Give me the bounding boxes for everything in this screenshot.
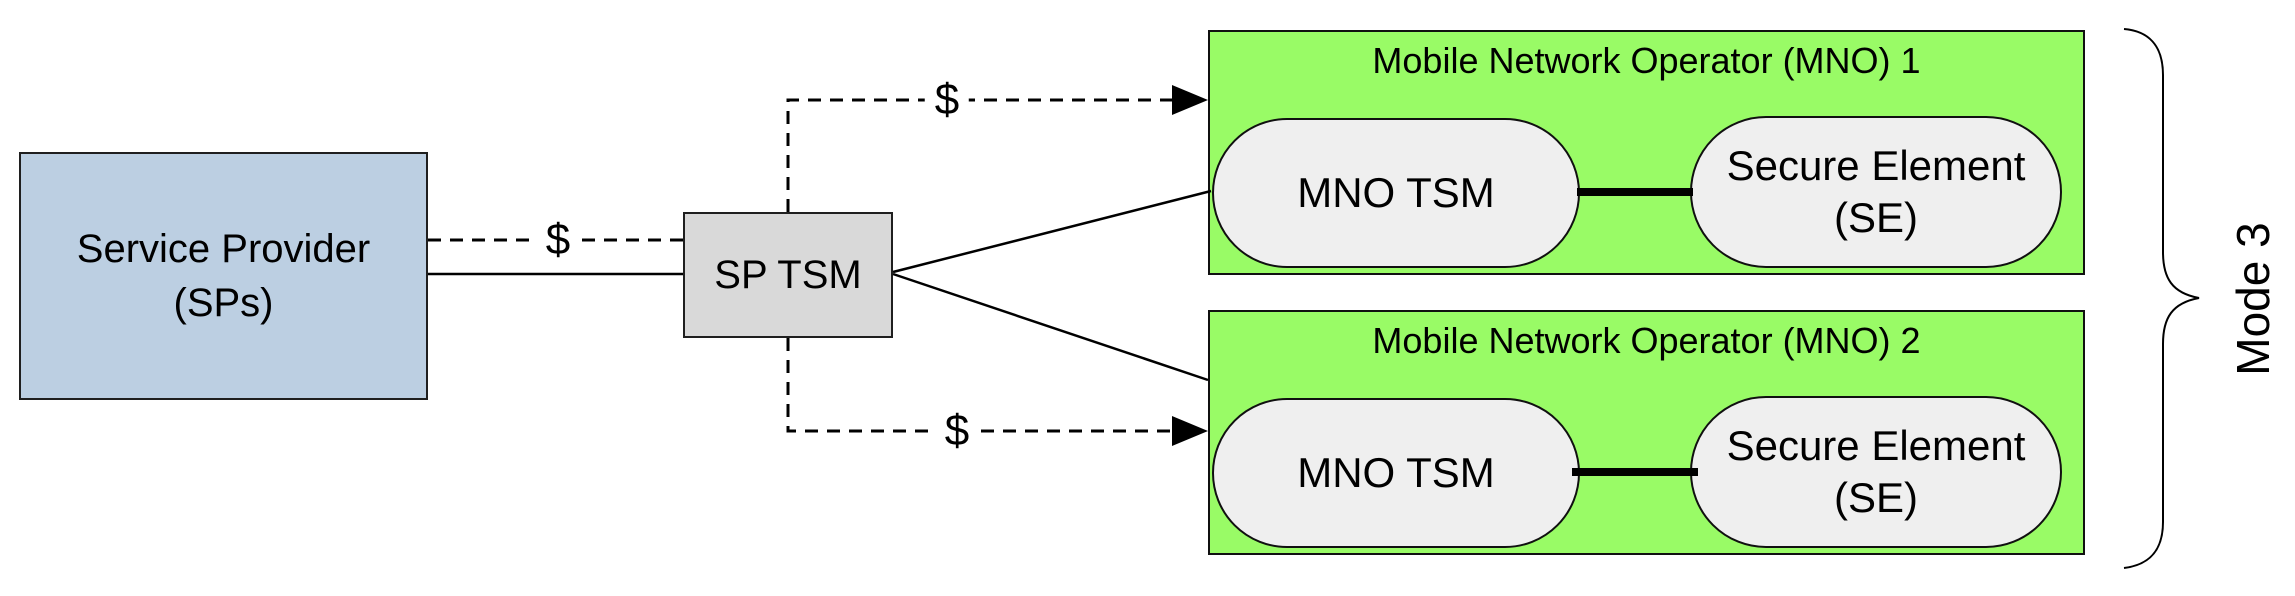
- mno2-se-label-line2: (SE): [1834, 474, 1918, 521]
- service-provider-label-line2: (SPs): [173, 281, 274, 325]
- mno1-title: Mobile Network Operator (MNO) 1: [1372, 40, 1921, 81]
- mno1-tsm-oval: MNO TSM: [1212, 118, 1580, 268]
- mno2-title: Mobile Network Operator (MNO) 2: [1372, 320, 1921, 361]
- dollar-label-sp-to-sptsm: $: [535, 215, 581, 265]
- sp-tsm-label: SP TSM: [714, 252, 862, 297]
- sptsm-to-mno2-dashed-line: [786, 338, 1172, 433]
- mno2-tsm-label: MNO TSM: [1297, 449, 1495, 496]
- sptsm-to-mno1-solid-line: [892, 189, 1212, 274]
- service-provider-box: Service Provider (SPs): [19, 152, 428, 400]
- mno1-box: Mobile Network Operator (MNO) 1 MNO TSM …: [1208, 30, 2085, 275]
- dollar-label-sptsm-to-mno2: $: [934, 406, 980, 456]
- mno2-se-label-line1: Secure Element: [1726, 422, 2026, 469]
- mno1-se-label-line1: Secure Element: [1726, 142, 2026, 189]
- mno1-secure-element-oval: Secure Element (SE): [1690, 116, 2062, 268]
- dollar-label-sptsm-to-mno1: $: [924, 75, 970, 125]
- sp-tsm-box: SP TSM: [683, 212, 893, 338]
- mno2-secure-element-oval: Secure Element (SE): [1690, 396, 2062, 548]
- curly-brace: [2123, 28, 2200, 569]
- mno2-box: Mobile Network Operator (MNO) 2 MNO TSM …: [1208, 310, 2085, 555]
- mode-3-label: Mode 3: [2227, 222, 2279, 376]
- service-provider-label-line1: Service Provider: [76, 227, 371, 271]
- arrowhead-right-icon: [1172, 85, 1208, 115]
- mno2-tsm-oval: MNO TSM: [1212, 398, 1580, 548]
- sptsm-to-mno1-dashed-line: [786, 98, 1172, 212]
- mno1-se-label-line2: (SE): [1834, 194, 1918, 241]
- mno1-tsm-label: MNO TSM: [1297, 169, 1495, 216]
- arrowhead-right-icon: [1172, 416, 1208, 446]
- sptsm-to-mno2-solid-line: [892, 272, 1209, 382]
